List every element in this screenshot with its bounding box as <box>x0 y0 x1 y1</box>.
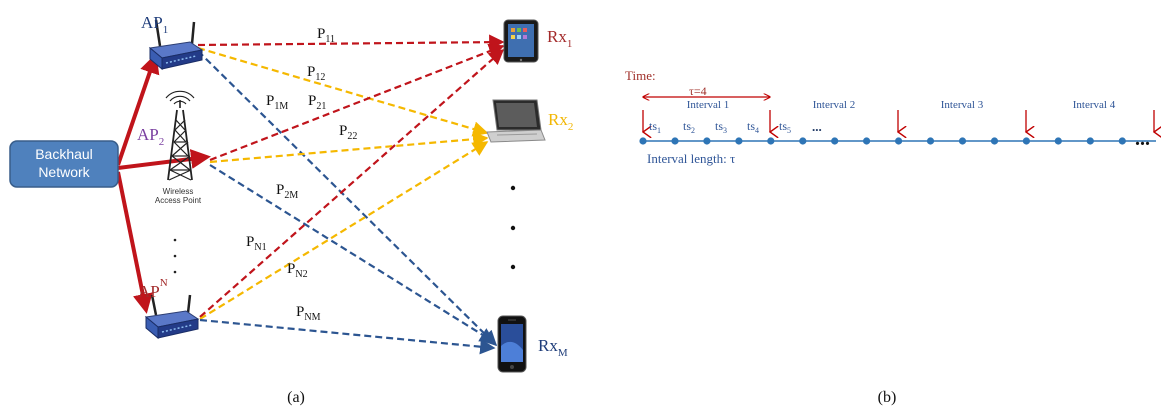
timeslot-dot <box>863 137 871 145</box>
link-label-p1m: P1M <box>266 93 288 112</box>
link-label-p2m: P2M <box>276 182 298 201</box>
interval-label-4: Interval 4 <box>1073 99 1116 111</box>
timeslot-dot <box>1086 137 1094 145</box>
link-label-p11: P11 <box>317 26 335 45</box>
router-icon <box>144 294 200 340</box>
timeslot-label-3: ts3 <box>715 119 727 135</box>
link-ap2-rx2 <box>209 131 489 164</box>
rx-ellipsis <box>510 185 516 270</box>
timeslot-dot <box>1054 137 1062 145</box>
link-label-p22: P22 <box>339 123 357 142</box>
rxm-label-sub: M <box>558 347 568 359</box>
timeslot-markers <box>639 137 1126 145</box>
link-label-p12: P12 <box>307 64 325 83</box>
ap-ellipsis <box>173 238 177 274</box>
wireless-links <box>197 34 505 355</box>
backhaul-label-line2: Network <box>38 164 90 180</box>
link-apn-rx1 <box>199 48 505 318</box>
ap1-label: AP1 <box>141 13 168 36</box>
backhaul-to-apn <box>116 171 153 314</box>
interval-label-2: Interval 2 <box>813 99 855 111</box>
phone-icon <box>497 315 527 373</box>
backhaul-links <box>116 53 211 314</box>
panel-b: Time: τ=4 Interval 1 Interval 2 Interval… <box>625 68 1156 406</box>
link-ap2-rxm <box>209 164 496 343</box>
backhaul-network-box: Backhaul Network <box>9 140 119 188</box>
link-label-pn2: PN2 <box>287 261 308 280</box>
timeline-trailing-ellipsis: ... <box>1135 128 1150 150</box>
wireless-access-point-label-line1: Wireless <box>163 187 194 196</box>
ap2-label-base: AP <box>137 125 159 144</box>
interval-label-3: Interval 3 <box>941 99 984 111</box>
wireless-access-point-label-line2: Access Point <box>155 196 202 205</box>
timeslot-dot <box>990 137 999 145</box>
timeslot-dot <box>767 137 775 145</box>
timeslot-dot <box>831 137 839 145</box>
timeslot-dot <box>639 137 647 145</box>
ap2-label-sub: 2 <box>159 136 165 148</box>
timeslot-dot <box>799 137 807 145</box>
link-apn-rxm <box>199 318 496 355</box>
rx1-label-base: Rx <box>547 27 567 46</box>
apn-label: APN <box>138 277 168 301</box>
laptop-icon <box>486 99 546 143</box>
link-ap1-rxm <box>197 50 498 347</box>
rxm-label: RxM <box>538 336 568 359</box>
rx2-label-base: Rx <box>548 110 568 129</box>
tau-label: τ=4 <box>689 84 707 98</box>
rxm-label-base: Rx <box>538 336 558 355</box>
timeslot-dot <box>671 137 679 145</box>
timeslot-dot <box>1118 137 1126 145</box>
interval-label-1: Interval 1 <box>687 99 729 111</box>
timeslot-dot <box>1022 137 1030 145</box>
link-apn-rx2 <box>199 141 489 320</box>
backhaul-to-ap2 <box>117 149 211 170</box>
apn-label-base: AP <box>138 282 160 301</box>
timeslot-dot <box>958 137 967 145</box>
interval-boundary-arrows <box>643 110 1154 132</box>
ap2-label: AP2 <box>137 125 164 148</box>
rx1-label: Rx1 <box>547 27 572 50</box>
timeslot-label-1: ts1 <box>649 119 661 135</box>
timeslot-dot <box>735 137 743 145</box>
interval-length-label: Interval length: τ <box>647 151 735 166</box>
timeslot-label-5: ts5 <box>779 119 791 135</box>
link-label-p21: P21 <box>308 93 326 112</box>
timeslot-dot <box>895 137 903 145</box>
timeslot-label-2: ts2 <box>683 119 695 135</box>
timeslot-label-4: ts4 <box>747 119 759 135</box>
backhaul-to-ap1 <box>116 53 160 166</box>
timeslot-dot <box>926 137 935 145</box>
backhaul-label-line1: Backhaul <box>35 146 93 162</box>
tablet-icon <box>503 19 539 63</box>
link-ap1-rx1 <box>197 34 505 50</box>
apn-label-sub: N <box>160 277 168 289</box>
link-ap2-rx1 <box>209 43 505 162</box>
link-label-pnm: PNM <box>296 304 321 323</box>
antenna-tower-icon <box>165 90 195 181</box>
caption-a: (a) <box>287 389 305 406</box>
timeslot-ellipsis: ... <box>812 119 822 134</box>
router-icon <box>148 19 204 71</box>
link-ap1-rx2 <box>197 46 489 137</box>
link-label-pn1: PN1 <box>246 234 267 253</box>
ap1-label-sub: 1 <box>163 24 169 36</box>
ap1-label-base: AP <box>141 13 163 32</box>
time-label: Time: <box>625 68 656 83</box>
panel-a: Backhaul Network <box>9 13 573 406</box>
timeslot-dot <box>703 137 711 145</box>
caption-b: (b) <box>878 389 897 406</box>
rx1-label-sub: 1 <box>567 38 573 50</box>
rx2-label-sub: 2 <box>568 121 574 133</box>
rx2-label: Rx2 <box>548 110 573 133</box>
